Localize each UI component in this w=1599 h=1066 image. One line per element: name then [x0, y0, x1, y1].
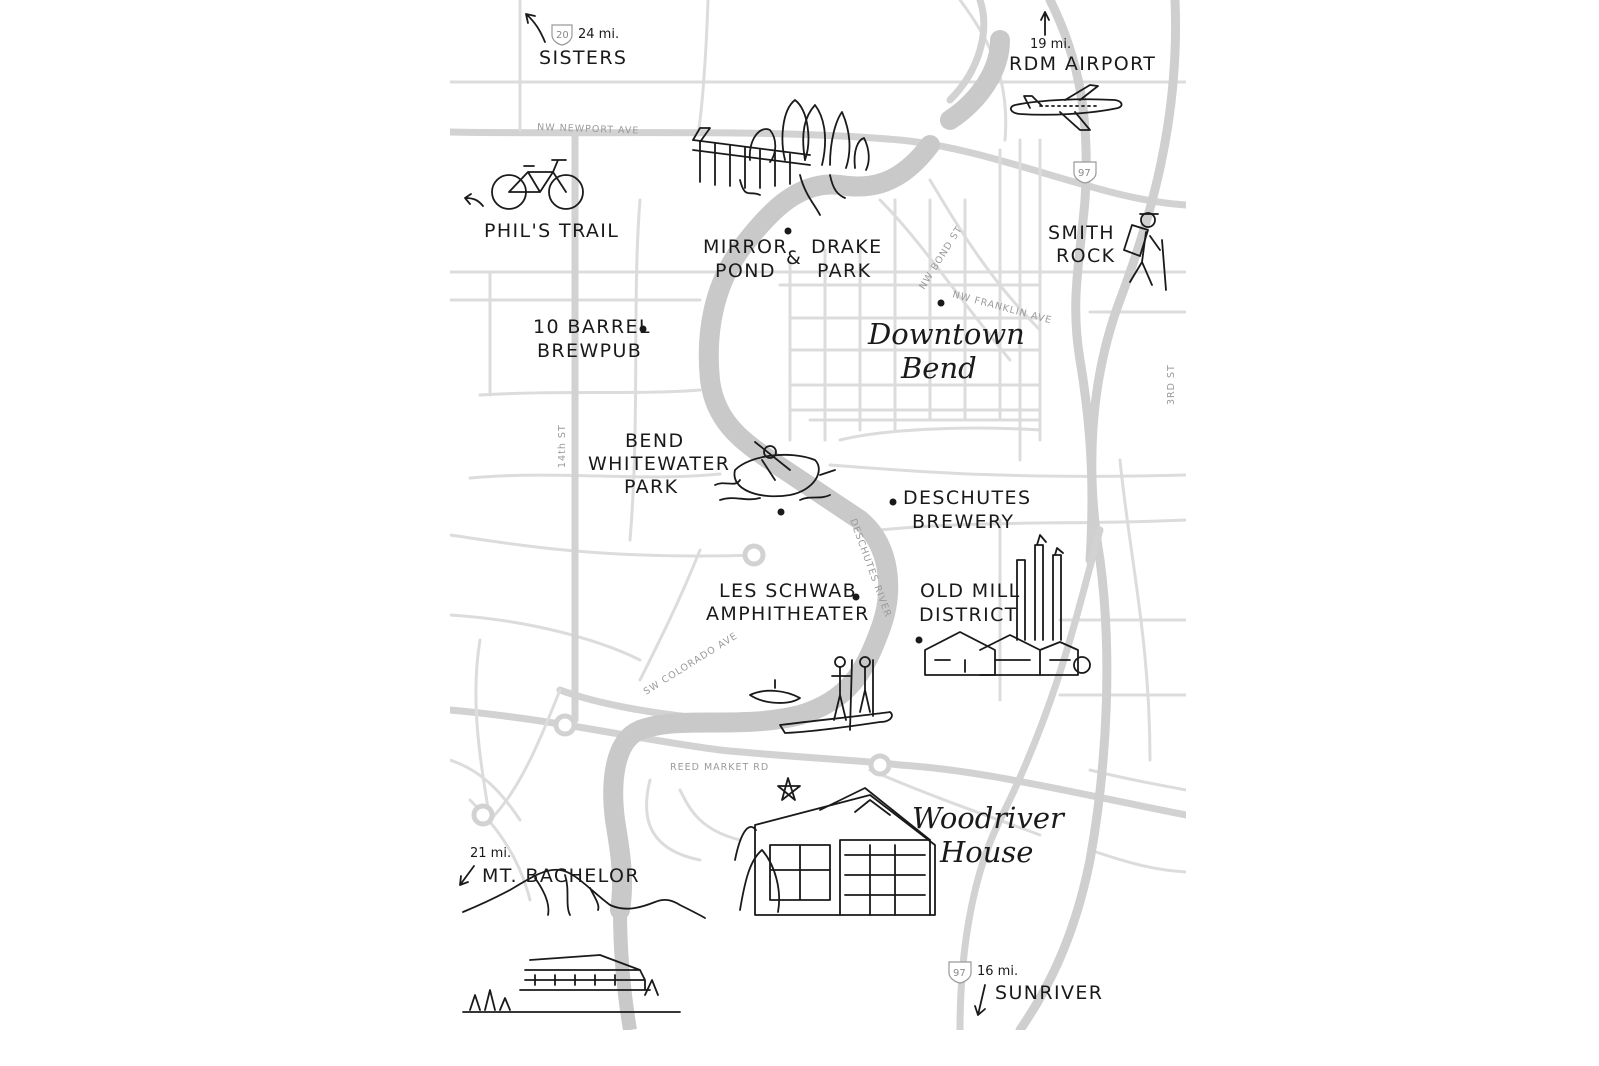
label-downtown-1: Downtown [867, 317, 1025, 351]
label-ten-barrel-1: 10 BARREL [533, 316, 651, 338]
label-mirror-pond-2: POND [715, 260, 776, 282]
label-ampersand: & [786, 247, 802, 269]
label-phils-trail: PHIL'S TRAIL [484, 220, 619, 242]
street-label-3rd: 3RD ST [1166, 364, 1177, 405]
distance-airport: 19 mi. [1030, 37, 1071, 52]
paddleboard-illustration [749, 656, 893, 734]
label-smith-rock-1: SMITH [1048, 222, 1115, 244]
marker-drake-park [784, 227, 792, 235]
label-woodriver-2: House [939, 835, 1033, 869]
label-downtown-2: Bend [900, 351, 977, 385]
street-label-bond: NW BOND ST [917, 224, 965, 291]
old-mill-illustration [924, 534, 1091, 676]
arrow-airport-icon [1040, 11, 1050, 36]
svg-text:97: 97 [1078, 168, 1091, 179]
bicycle-icon [491, 159, 584, 210]
marker-les-schwab [852, 593, 860, 601]
street-label-reed-market: REED MARKET RD [670, 762, 769, 773]
label-sunriver: SUNRIVER [995, 982, 1103, 1004]
label-mirror-pond-1: MIRROR [703, 236, 788, 258]
route-97-shield-south: 97 [948, 961, 972, 984]
arrow-sisters-icon [525, 13, 546, 43]
label-woodriver-1: Woodriver [912, 801, 1066, 835]
route-shields: 20 97 97 [551, 24, 1097, 984]
label-mt-bachelor: MT. BACHELOR [482, 865, 640, 887]
arrow-sunriver-icon [974, 984, 986, 1016]
rafting-illustration [714, 441, 836, 501]
label-sisters: SISTERS [539, 47, 627, 69]
deschutes-river [603, 30, 1010, 1030]
label-smith-rock-2: ROCK [1056, 245, 1115, 267]
label-ten-barrel-2: BREWPUB [537, 340, 642, 362]
label-drake-park-2: PARK [817, 260, 872, 282]
label-rdm-airport: RDM AIRPORT [1009, 53, 1156, 75]
label-whitewater-3: PARK [624, 476, 679, 498]
road-network [450, 0, 1186, 1030]
airplane-icon [1009, 84, 1123, 131]
arrow-phils-trail-icon [464, 193, 484, 207]
marker-downtown [937, 299, 945, 307]
place-labels: 24 mi. SISTERS 19 mi. RDM AIRPORT PHIL'S… [470, 27, 1156, 1004]
distance-mt-bachelor: 21 mi. [470, 846, 511, 861]
label-old-mill-1: OLD MILL [920, 580, 1021, 602]
label-old-mill-2: DISTRICT [919, 604, 1018, 626]
downtown-grid [778, 148, 1042, 442]
route-97-shield-north: 97 [1073, 161, 1097, 184]
label-whitewater-2: WHITEWATER [588, 453, 730, 475]
label-les-schwab-1: LES SCHWAB [719, 580, 857, 602]
woodriver-house-illustration [734, 777, 936, 916]
marker-deschutes-brewery [889, 498, 897, 506]
label-les-schwab-2: AMPHITHEATER [706, 603, 870, 625]
distance-sunriver: 16 mi. [977, 964, 1018, 979]
svg-text:97: 97 [953, 968, 966, 979]
direction-arrows [459, 11, 1050, 1016]
svg-text:20: 20 [556, 30, 569, 41]
label-deschutes-brewery-1: DESCHUTES [903, 487, 1031, 509]
street-label-newport: NW NEWPORT AVE [537, 122, 640, 137]
marker-whitewater [777, 508, 785, 516]
street-label-colorado: SW COLORADO AVE [642, 631, 740, 698]
label-deschutes-brewery-2: BREWERY [912, 511, 1014, 533]
route-20-shield: 20 [551, 24, 573, 46]
location-markers [639, 227, 945, 644]
marker-old-mill [915, 636, 923, 644]
hiker-icon [1123, 212, 1167, 291]
mirror-pond-illustration [692, 99, 870, 216]
marker-ten-barrel [639, 325, 647, 333]
label-whitewater-1: BEND [625, 430, 684, 452]
label-drake-park-1: DRAKE [811, 236, 883, 258]
arrow-mt-bachelor-icon [459, 865, 475, 886]
street-label-14th: 14th ST [557, 424, 568, 468]
distance-sisters: 24 mi. [578, 27, 619, 42]
mountain-illustration [462, 868, 706, 1013]
